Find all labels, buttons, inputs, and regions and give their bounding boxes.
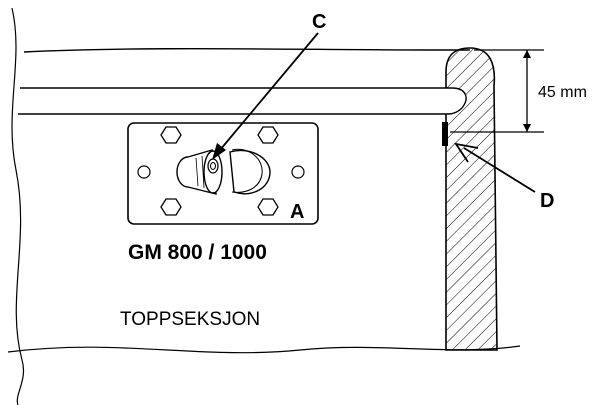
leader-c xyxy=(212,32,319,160)
rail-tube xyxy=(18,87,467,115)
section-label: TOPPSEKSJON xyxy=(120,309,260,330)
leader-d xyxy=(454,142,536,193)
hole-left xyxy=(137,165,151,179)
panel-top-edge xyxy=(23,47,470,53)
label-c: C xyxy=(312,11,326,33)
dimension-label: 45 mm xyxy=(538,84,587,101)
dimension-45mm xyxy=(450,49,544,133)
break-line-left xyxy=(11,7,24,405)
label-d: D xyxy=(540,190,554,212)
hex-bolt-icon xyxy=(160,126,279,216)
seal-strip xyxy=(442,122,448,146)
latch-mechanism xyxy=(176,148,271,195)
label-a: A xyxy=(290,201,304,223)
wall-section xyxy=(445,47,498,351)
mounting-plate xyxy=(127,122,319,225)
hole-right xyxy=(291,165,305,179)
model-label: GM 800 / 1000 xyxy=(128,241,267,264)
break-line-bottom xyxy=(7,345,521,354)
